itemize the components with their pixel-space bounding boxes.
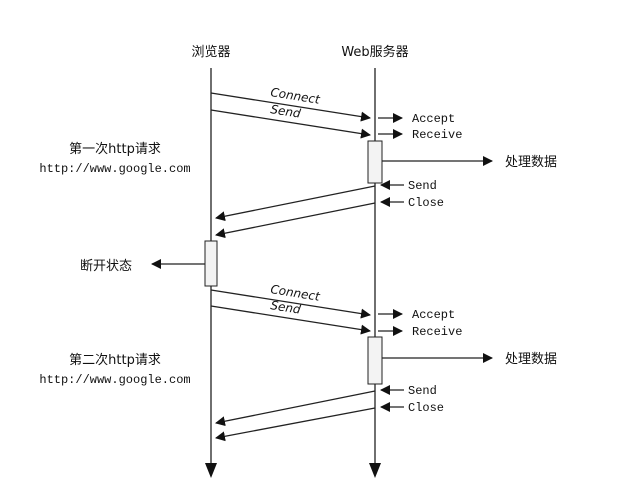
browser-header: 浏览器 — [191, 44, 230, 60]
first-request-title: 第一次http请求 — [69, 141, 161, 157]
server-activation-1 — [367, 140, 383, 184]
process-label-1: 处理数据 — [505, 155, 557, 170]
process-label-2: 处理数据 — [505, 352, 557, 367]
reply-send-label-2: Send — [408, 384, 437, 398]
server-activation-2 — [367, 336, 383, 385]
close-label-1: Close — [408, 196, 444, 210]
server-lifeline-arrowhead — [369, 463, 381, 478]
response-arrow-1b — [215, 202, 376, 239]
second-request-group: Connect Send Accept Receive 处理数据 Send Cl… — [39, 282, 557, 442]
server-header: Web服务器 — [341, 44, 408, 60]
second-request-title: 第二次http请求 — [69, 352, 161, 368]
response-arrow-1a — [215, 185, 376, 222]
send-arrow-1 — [210, 109, 371, 139]
second-request-url: http://www.google.com — [39, 373, 190, 387]
browser-lifeline-arrowhead — [205, 463, 217, 478]
first-request-url: http://www.google.com — [39, 162, 190, 176]
receive-label-1: Receive — [412, 128, 462, 142]
response-arrow-2a — [215, 390, 376, 427]
reply-send-label-1: Send — [408, 179, 437, 193]
connect-arrow-1 — [210, 92, 371, 122]
close-label-2: Close — [408, 401, 444, 415]
accept-label-1: Accept — [412, 112, 455, 126]
response-arrow-2b — [215, 407, 376, 442]
send-label-1: Send — [270, 102, 302, 121]
browser-activation — [204, 240, 218, 287]
connect-arrow-2 — [210, 289, 371, 319]
send-label-2: Send — [270, 298, 302, 317]
first-request-group: Connect Send Accept Receive 处理数据 Send Cl… — [39, 85, 557, 239]
send-arrow-2 — [210, 305, 371, 335]
receive-label-2: Receive — [412, 325, 462, 339]
accept-label-2: Accept — [412, 308, 455, 322]
disconnect-label: 断开状态 — [80, 259, 132, 274]
